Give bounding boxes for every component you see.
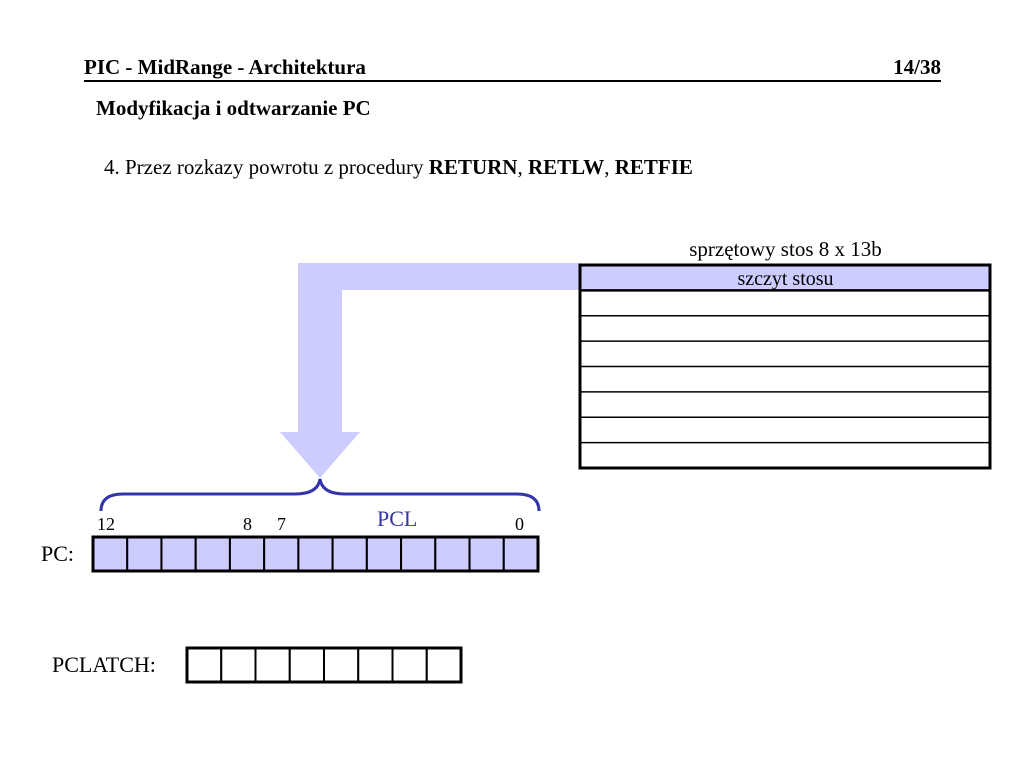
cmd-retfie: RETFIE [614,155,693,179]
bit-label-12: 12 [97,514,115,534]
stack-caption: sprzętowy stos 8 x 13b [689,237,882,261]
pclatch-bit-cell [323,647,360,683]
separator: , [517,155,528,179]
separator: , [604,155,615,179]
bullet-point: 4. Przez rozkazy powrotu z procedury RET… [104,153,693,181]
pc-bit-cell [297,536,334,572]
pc-bit-cell [228,536,266,572]
bit-label-8: 8 [243,514,252,534]
transfer-arrow [280,263,580,478]
pc-register [91,535,540,573]
pc-bit-cell [331,536,368,572]
pc-bit-cell [468,536,505,572]
pclatch-label: PCLATCH: [52,652,156,677]
pc-bit-cell [194,536,231,572]
pc-label: PC: [41,541,75,566]
pclatch-bit-cell [220,647,257,683]
stack-top-cell [580,265,991,290]
pc-register-frame [91,535,540,573]
pc-bit-cell [92,536,129,572]
point-text: 4. Przez rozkazy powrotu z procedury [104,155,429,179]
register-brace [99,478,541,512]
pc-bit-cell [365,536,403,572]
pclatch-bit-cell [288,647,325,683]
slide-title: PIC - MidRange - Architektura [84,55,366,79]
pc-bit-cell [502,536,539,572]
page-number: 14/38 [893,55,941,79]
pcl-label: PCL [377,506,418,531]
pclatch-bit-cell [425,647,462,683]
bit-label-7: 7 [277,514,286,534]
bit-label-0: 0 [515,514,524,534]
hardware-stack [578,263,992,470]
pc-bit-cell [126,536,163,572]
pclatch-bit-cell [391,647,428,683]
pc-bit-cell [400,536,437,572]
pc-bit-cell [263,536,300,572]
pclatch-bit-cell [186,647,223,683]
pc-bit-cell [434,536,471,572]
pclatch-bit-cell [357,647,394,683]
pclatch-register [185,646,463,684]
cmd-retlw: RETLW [527,155,605,179]
stack-top-label: szczyt stosu [737,268,834,290]
pclatch-register-frame [185,646,463,684]
pclatch-bit-cell [254,647,291,683]
cmd-return: RETURN [428,155,518,179]
slide-header: PIC - MidRange - Architektura 14/38 [84,54,941,82]
pc-bit-cell [160,536,197,572]
section-subtitle: Modyfikacja i odtwarzanie PC [96,96,371,120]
